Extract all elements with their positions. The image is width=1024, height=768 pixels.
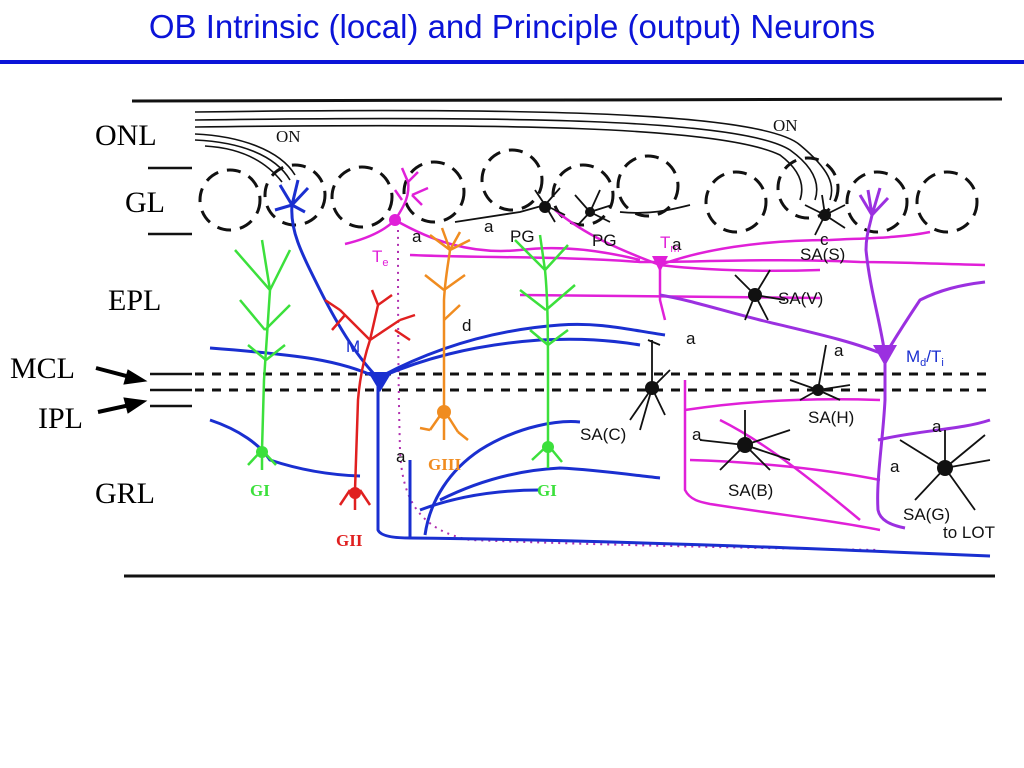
glomerulus: [616, 154, 680, 218]
tufted-cell-magenta: [344, 167, 986, 532]
label-a: a: [890, 457, 900, 476]
sa-b-cell-body: [737, 437, 753, 453]
top-boundary: [131, 97, 1003, 103]
label-a: a: [412, 227, 422, 246]
label-a: a: [834, 341, 844, 360]
sa-g-cell-body: [937, 460, 953, 476]
label-gii: GII: [336, 531, 363, 550]
sa-s-cell-body: [819, 209, 831, 221]
glomerulus: [915, 170, 979, 234]
layer-label-ipl: IPL: [38, 402, 83, 435]
glomerulus: [263, 163, 327, 227]
pg-cell-body: [539, 201, 551, 213]
label-a: a: [686, 329, 696, 348]
label-a: a: [932, 417, 942, 436]
label-a: a: [396, 447, 406, 466]
label-a: a: [692, 425, 702, 444]
label-to-lot: to LOT: [943, 523, 995, 542]
granule-cell-gi-right: [514, 234, 576, 468]
label-sa-s: SA(S): [800, 245, 845, 264]
label-on-right: ON: [773, 116, 798, 135]
tufted-cell-te-body: [389, 214, 401, 226]
sa-cell-bodies: [539, 201, 953, 476]
label-md-sub: d: [920, 357, 926, 369]
label-d: d: [462, 316, 471, 335]
short-axon-cells: [454, 187, 991, 511]
glomeruli: [198, 148, 979, 234]
granule-cell-giii: [419, 227, 471, 441]
title-underline: [0, 60, 1024, 64]
olfactory-nerve-fibers: [194, 109, 833, 201]
pg-cell-body: [585, 207, 595, 217]
glomerulus: [704, 170, 768, 234]
granule-cell-gi-left-body: [256, 446, 268, 458]
label-c: c: [820, 230, 829, 249]
label-sa-c: SA(C): [580, 425, 626, 444]
label-ti-sub: i: [941, 357, 943, 369]
glomerulus: [198, 168, 262, 232]
mitral-tufted-cell-purple-body: [873, 345, 897, 366]
label-gi-right: GI: [537, 481, 557, 500]
mitral-cell-blue-body: [368, 372, 392, 392]
label-ti: T: [931, 347, 941, 366]
label-sa-h: SA(H): [808, 408, 854, 427]
layer-label-grl: GRL: [95, 477, 155, 510]
label-sa-g: SA(G): [903, 505, 950, 524]
label-pg-1: PG: [510, 227, 535, 246]
sa-c-cell-body: [645, 381, 659, 395]
label-sa-b: SA(B): [728, 481, 773, 500]
layer-label-epl: EPL: [108, 284, 161, 317]
label-tm: Tm: [660, 233, 680, 255]
glomerulus: [402, 160, 466, 224]
mcl-arrow: [95, 366, 148, 385]
label-giii: GIII: [428, 455, 461, 474]
label-pg-2: PG: [592, 231, 617, 250]
granule-cell-gii-body: [349, 487, 361, 499]
glomerulus: [330, 165, 394, 229]
label-m: M: [346, 337, 360, 356]
label-a: a: [484, 217, 494, 236]
mitral-cell-blue: [209, 179, 991, 558]
slide-title: OB Intrinsic (local) and Principle (outp…: [148, 8, 876, 45]
layer-boundaries: [124, 97, 1003, 578]
label-a: a: [672, 235, 682, 254]
tufted-cell-tm-body: [652, 256, 668, 272]
ipl-arrow: [97, 397, 148, 414]
granule-cell-gi-right-body: [542, 441, 554, 453]
glomerulus: [480, 148, 544, 212]
glomerulus: [776, 156, 840, 220]
label-te-sub: e: [382, 257, 388, 269]
glomerulus: [845, 170, 909, 234]
granule-cell-gi-left: [234, 239, 292, 470]
label-slash: /: [926, 347, 931, 366]
label-md-ti: Md/Ti: [906, 347, 944, 369]
label-on-left: ON: [276, 127, 301, 146]
sa-v-cell-body: [748, 288, 762, 302]
layer-label-gl: GL: [125, 186, 165, 219]
label-gi-left: GI: [250, 481, 270, 500]
label-te-main: T: [372, 247, 382, 266]
label-md: M: [906, 347, 920, 366]
mitral-tufted-cell-purple: [659, 187, 991, 530]
granule-cell-gii: [324, 289, 416, 510]
label-tm-main: T: [660, 233, 670, 252]
label-te: Te: [372, 247, 389, 269]
label-tm-sub: m: [670, 243, 679, 255]
layer-label-onl: ONL: [95, 119, 157, 152]
sa-h-cell-body: [812, 384, 824, 396]
layer-label-mcl: MCL: [10, 352, 75, 385]
granule-cell-giii-body: [437, 405, 451, 419]
label-sa-v: SA(V): [778, 289, 823, 308]
